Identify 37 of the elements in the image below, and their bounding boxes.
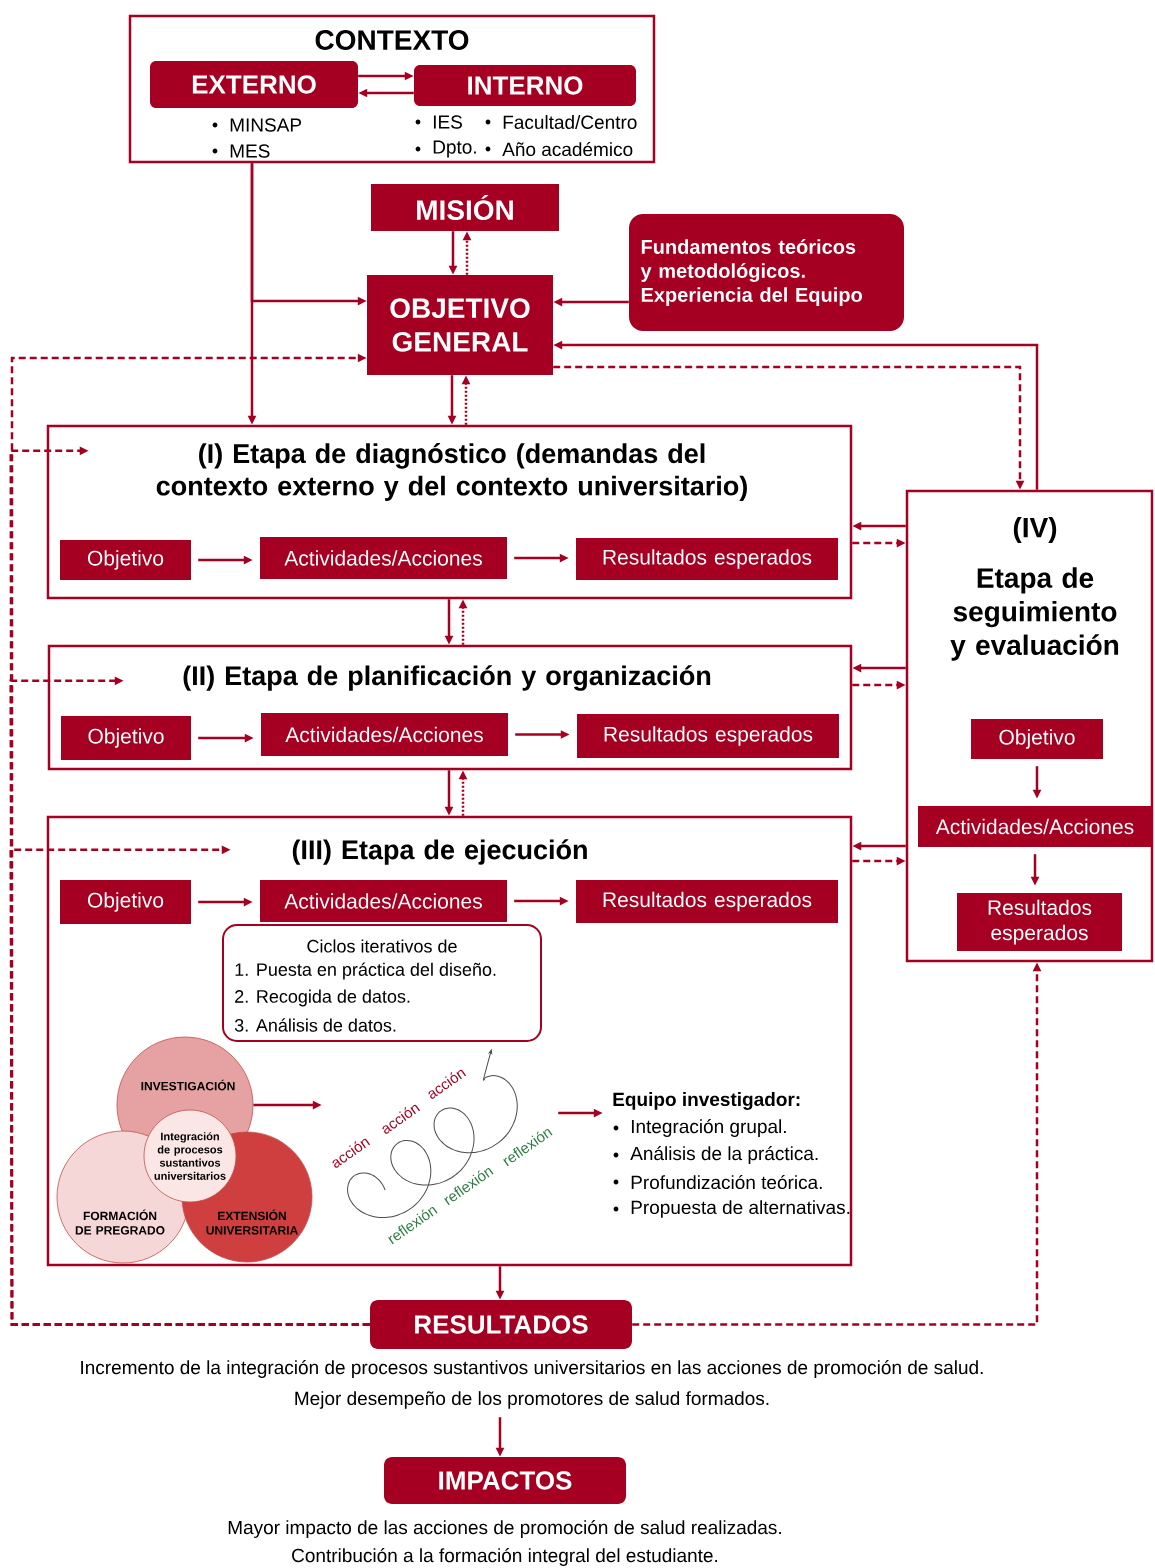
bullet-item: Dpto. — [415, 140, 476, 158]
bullet-item: IES — [415, 115, 462, 129]
description-text: Incremento de la integración de procesos sustantivos universitarios en las acciones de promoción de salud. — [81, 1360, 983, 1378]
mission-box: MISIÓN — [371, 184, 559, 231]
bullet-item: Facultad/Centro — [485, 115, 637, 129]
bullet-item: Integración grupal. — [613, 1119, 786, 1137]
step-box: Objetivo — [971, 719, 1103, 759]
heading-text: Equipo investigador: — [613, 1092, 800, 1110]
bullet-item: Propuesta de alternativas. — [613, 1200, 850, 1218]
bullet-item: MES — [212, 144, 270, 158]
bullet-item: MINSAP — [212, 118, 302, 132]
bullet-item: Año académico — [485, 141, 633, 157]
bullet-item: Profundización teórica. — [613, 1174, 822, 1190]
step-box: Objetivo — [61, 716, 191, 760]
description-text: Mayor impacto de las acciones de promoción de salud realizadas. — [228, 1520, 781, 1538]
impact-box: IMPACTOS — [384, 1457, 626, 1504]
node-label: Actividades/Acciones — [284, 893, 482, 909]
step-box: Actividades/Acciones — [260, 537, 507, 579]
category-box: INTERNO — [414, 65, 636, 106]
objective-box: OBJETIVO GENERAL — [367, 275, 553, 375]
result-box: RESULTADOS — [370, 1300, 632, 1349]
step-box: Resultados esperados — [957, 893, 1122, 951]
step-box: Resultados esperados — [577, 714, 839, 758]
foundation-box: Fundamentos teóricos y metodológicos. Experiencia del Equipo — [629, 214, 904, 331]
iterative-cycles-box: Ciclos iterativos de 1. Puesta en práctica del diseño. 2. Recogida de datos. 3. Análisis de datos. — [222, 924, 542, 1042]
step-box: Resultados esperados — [576, 538, 838, 580]
step-box: Objetivo — [60, 880, 191, 924]
description-text: Mejor desempeño de los promotores de salud formados. — [295, 1391, 769, 1409]
step-box: Objetivo — [60, 540, 191, 580]
bullet-item: Análisis de la práctica. — [613, 1146, 818, 1164]
step-box: Resultados esperados — [576, 880, 838, 923]
dashed-arrow — [9, 845, 370, 1326]
category-box: EXTERNO — [150, 61, 358, 108]
description-text: Contribución a la formación integral del estudiante. — [292, 1548, 718, 1566]
step-box: Actividades/Acciones — [918, 806, 1152, 847]
step-box: Actividades/Acciones — [260, 880, 507, 922]
step-box: Actividades/Acciones — [261, 713, 508, 756]
